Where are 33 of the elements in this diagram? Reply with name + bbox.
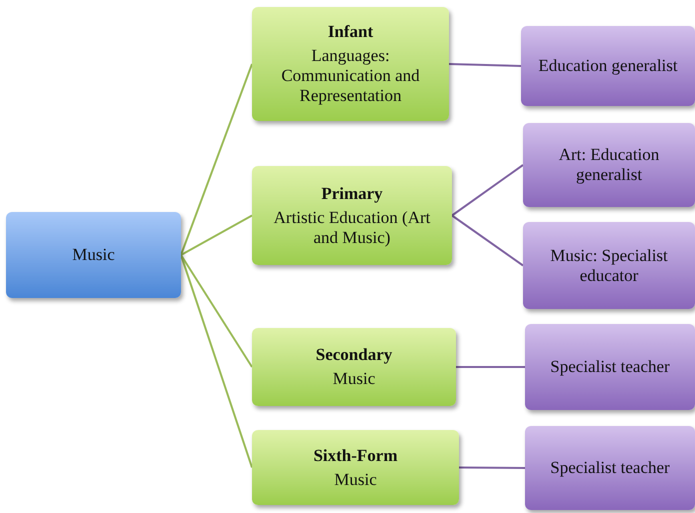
box-text: Languages: Communication and Representation: [280, 46, 421, 106]
box-text: Art: Education generalist: [558, 145, 660, 185]
connector-line: [180, 214, 252, 256]
box-text: Specialist teacher: [550, 357, 670, 377]
box-text: Music: Specialist educator: [549, 246, 669, 286]
teacher-box: [521, 26, 695, 106]
stage-box: [252, 430, 459, 505]
root-box: [6, 212, 181, 298]
connector-line: [448, 63, 522, 67]
stage-box: [252, 328, 456, 406]
box-text: Artistic Education (Art and Music): [272, 208, 432, 248]
connector-line: [451, 214, 524, 266]
box-text: Music: [332, 369, 376, 389]
teacher-box: [523, 123, 695, 207]
stage-heading: Infant: [328, 22, 374, 42]
box-text: Music: [334, 470, 377, 490]
connector-line: [180, 254, 253, 368]
connector-line: [456, 366, 525, 368]
box-text: Specialist teacher: [550, 458, 670, 478]
stage-box: [252, 166, 452, 265]
stage-heading: Secondary: [316, 345, 392, 365]
stage-heading: Primary: [321, 184, 383, 204]
connector-line: [180, 254, 253, 468]
stage-heading: Sixth-Form: [313, 446, 398, 466]
teacher-box: [525, 324, 695, 410]
box-text: Music: [72, 245, 115, 265]
box-text: Education generalist: [538, 56, 678, 76]
teacher-box: [525, 426, 695, 510]
stage-box: [252, 7, 449, 121]
connector-line: [459, 466, 525, 469]
connector-line: [180, 64, 253, 256]
connector-line: [451, 164, 524, 216]
teacher-box: [523, 222, 695, 309]
